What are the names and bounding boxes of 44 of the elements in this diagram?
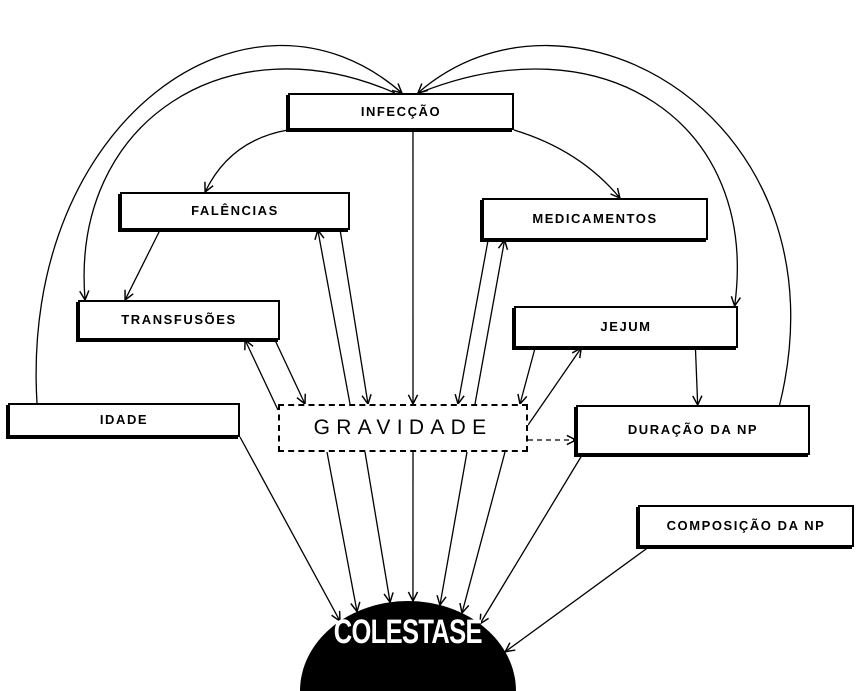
arrow <box>314 229 351 404</box>
dashed-box <box>278 404 528 452</box>
arrow <box>408 452 418 602</box>
arrow <box>408 130 418 405</box>
arrow <box>479 454 583 625</box>
arrow <box>417 45 791 406</box>
arrow <box>527 347 582 426</box>
arrow <box>339 230 372 405</box>
node-label: TRANSFUSÕES <box>121 311 237 330</box>
arrow <box>244 339 279 410</box>
arrow <box>124 230 161 301</box>
factor-box <box>482 198 708 240</box>
node-label: IDADE <box>100 411 148 430</box>
arrow <box>504 546 650 652</box>
arrow <box>364 452 394 603</box>
node-label: GRAVIDADE <box>314 415 492 442</box>
factor-box <box>120 192 350 230</box>
arrow <box>204 129 288 193</box>
arrow <box>326 452 361 612</box>
node-label: JEJUM <box>600 318 652 336</box>
factor-box <box>514 306 738 348</box>
arrow <box>80 68 396 301</box>
arrow <box>514 129 621 199</box>
factor-box <box>638 505 854 547</box>
arrow <box>692 348 703 406</box>
node-label: MEDICAMENTOS <box>532 210 658 228</box>
arrow <box>36 44 403 403</box>
factor-box <box>576 405 810 455</box>
node-label: FALÊNCIAS <box>191 202 279 220</box>
arrow <box>436 452 468 606</box>
node-label: INFECÇÃO <box>360 102 442 121</box>
arrow <box>474 239 508 404</box>
factor-box <box>288 93 514 130</box>
arrow <box>274 340 306 405</box>
node-label: DURAÇÃO DA NP <box>628 421 758 440</box>
arrow <box>459 452 506 614</box>
arrow <box>239 436 341 622</box>
dashed-arrow <box>528 434 577 446</box>
node-label: COMPOSIÇÃO DA NP <box>666 517 826 536</box>
factor-box <box>78 300 280 340</box>
arrow <box>517 348 536 405</box>
factor-box <box>8 403 240 437</box>
node-label: COLESTASE <box>334 615 482 649</box>
arrow <box>454 240 489 405</box>
